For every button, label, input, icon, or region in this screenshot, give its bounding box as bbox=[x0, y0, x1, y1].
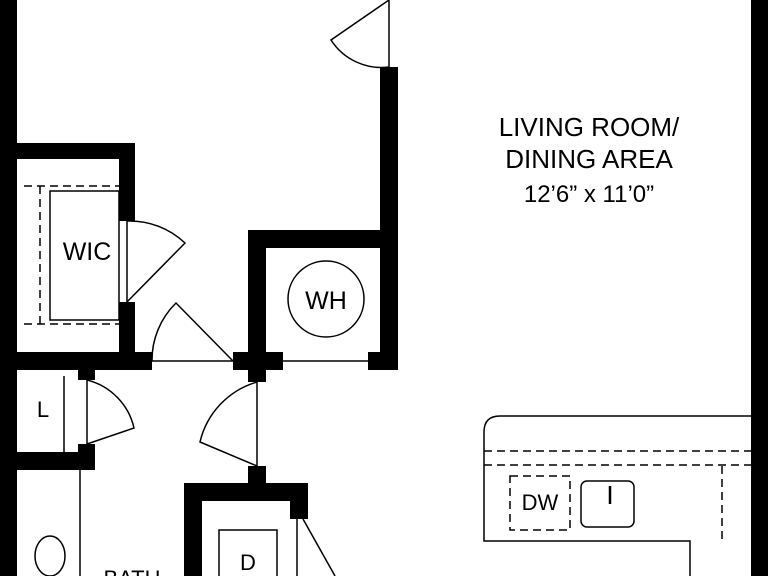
center-post-lower bbox=[248, 466, 266, 486]
dryer-label: D bbox=[240, 550, 256, 575]
linen-closet-bottom-wall bbox=[17, 452, 95, 470]
linen-label: L bbox=[37, 397, 49, 422]
living-room-dimensions: 12’6” x 11’0” bbox=[524, 181, 654, 208]
living-room-left-wall bbox=[380, 67, 398, 237]
dryer-box bbox=[218, 529, 278, 576]
wh-closet-top-wall bbox=[248, 230, 398, 248]
center-post bbox=[248, 352, 266, 382]
wic-door-swing bbox=[126, 220, 187, 303]
linen-closet-right-post-lower bbox=[78, 444, 95, 470]
wh-closet-bottom-right-stub bbox=[368, 352, 398, 370]
living-room-title-line1: LIVING ROOM/ bbox=[499, 112, 680, 142]
dishwasher-label: DW bbox=[522, 490, 559, 515]
laundry-right-post bbox=[290, 483, 308, 519]
interior-walls bbox=[17, 67, 398, 576]
left-exterior-wall bbox=[0, 0, 17, 576]
linen-closet-right-post bbox=[78, 370, 95, 380]
hall-wall-left bbox=[17, 352, 152, 370]
laundry-left-wall bbox=[184, 483, 202, 576]
wh-closet-right-wall bbox=[380, 230, 398, 370]
fixtures bbox=[24, 0, 751, 576]
linen-door-swing bbox=[86, 379, 135, 445]
wh-closet-left-wall bbox=[248, 230, 266, 370]
kitchen-counter-outline bbox=[483, 415, 751, 576]
wic-label: WIC bbox=[63, 238, 112, 266]
bath-label: BATH bbox=[103, 566, 160, 576]
hall-door-swing bbox=[151, 301, 234, 362]
right-exterior-wall bbox=[751, 0, 768, 576]
toilet-ellipse bbox=[34, 535, 66, 576]
water-heater-circle bbox=[287, 260, 365, 338]
wh-label: WH bbox=[305, 287, 347, 315]
center-door-swing bbox=[199, 381, 258, 467]
sink-box bbox=[580, 480, 635, 528]
room-labels: LIVING ROOM/ DINING AREA 12’6” x 11’0” W… bbox=[37, 112, 680, 576]
wic-interior-box bbox=[49, 190, 120, 321]
living-room-title-line2: DINING AREA bbox=[505, 144, 673, 174]
wic-top-wall bbox=[17, 143, 135, 159]
dishwasher-dashed-box bbox=[509, 475, 571, 531]
wic-right-wall-upper bbox=[119, 143, 135, 221]
laundry-top-wall bbox=[184, 483, 308, 501]
laundry-door-swing bbox=[302, 518, 336, 576]
entry-door-swing bbox=[329, 0, 390, 69]
